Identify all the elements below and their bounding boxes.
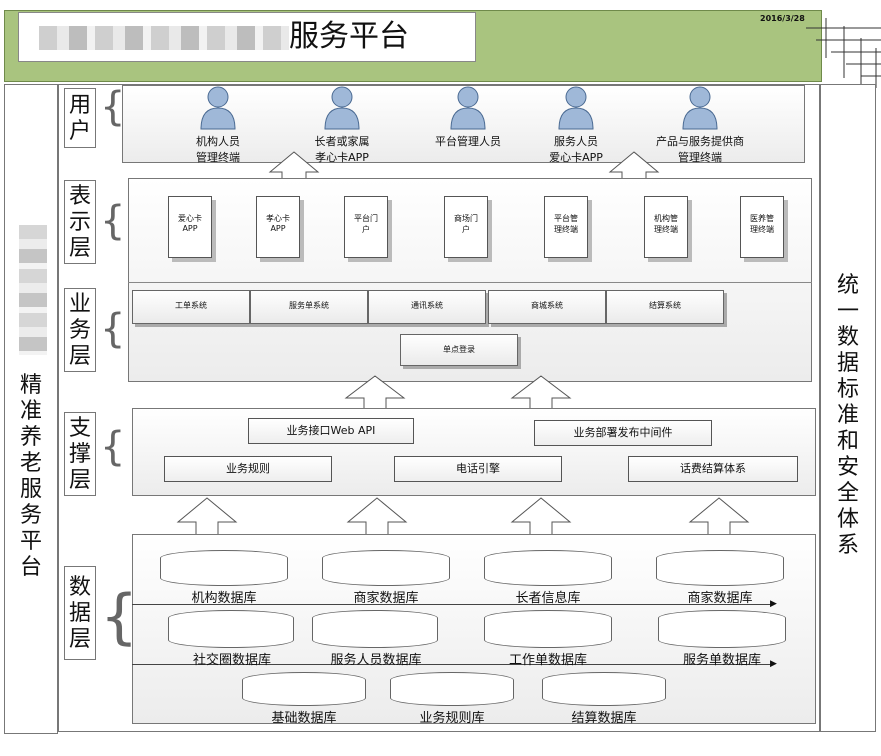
row-arrow	[132, 664, 772, 665]
database-label: 结算数据库	[571, 711, 637, 726]
platform-side-label: 精准养老服务平台	[19, 373, 42, 580]
database-cylinder	[484, 610, 612, 648]
database-label: 机构数据库	[191, 591, 257, 606]
user-icon	[200, 86, 236, 130]
grid-decoration	[806, 18, 881, 88]
user-icon	[682, 86, 718, 130]
user-label-5: 产品与服务提供商管理终端	[656, 135, 744, 164]
date-label: 2016/3/28	[760, 14, 805, 23]
layer-divider	[128, 282, 812, 283]
database-label: 工作单数据库	[508, 653, 587, 668]
database-cylinder	[312, 610, 438, 648]
support-box: 电话引擎	[394, 456, 562, 482]
layer-label-presentation: 表示层	[64, 180, 96, 264]
sso-box: 单点登录	[400, 334, 518, 366]
system-box: 商城系统	[488, 290, 606, 324]
support-box: 业务规则	[164, 456, 332, 482]
redacted-side-text	[19, 225, 47, 355]
user-icon	[450, 86, 486, 130]
standards-side-label: 统一数据标准和安全体系	[836, 273, 859, 558]
brace-business: {	[100, 306, 126, 352]
presentation-box: 医养管理终端	[740, 196, 784, 258]
database-label: 基础数据库	[271, 711, 337, 726]
system-box: 通讯系统	[368, 290, 486, 324]
presentation-box: 平台管理终端	[544, 196, 588, 258]
layer-label-user: 用户	[64, 88, 96, 148]
arrow-head-icon: ▶	[770, 599, 777, 609]
layer-label-data: 数据层	[64, 566, 96, 660]
title-text: 服务平台	[289, 19, 409, 54]
database-cylinder	[168, 610, 294, 648]
database-cylinder	[542, 672, 666, 706]
database-cylinder	[322, 550, 450, 586]
brace-data: {	[100, 582, 139, 652]
presentation-box: 平台门户	[344, 196, 388, 258]
user-item: 服务人员爱心卡APP	[506, 86, 646, 166]
brace-presentation: {	[100, 198, 126, 244]
user-icon	[324, 86, 360, 130]
user-label-2: 长者或家属孝心卡APP	[314, 135, 370, 164]
system-box: 结算系统	[606, 290, 724, 324]
support-panel	[132, 408, 816, 496]
user-item: 机构人员管理终端	[148, 86, 288, 166]
brace-support: {	[100, 424, 126, 470]
arrow-head-icon: ▶	[770, 659, 777, 669]
layer-label-business: 业务层	[64, 288, 96, 372]
user-label-1: 机构人员管理终端	[196, 135, 240, 164]
redacted-title-prefix	[39, 25, 289, 50]
database-cylinder	[160, 550, 288, 586]
page-title: 服务平台	[18, 12, 476, 62]
standards-side-panel: 统一数据标准和安全体系	[820, 84, 876, 732]
presentation-box: 商场门户	[444, 196, 488, 258]
system-box: 工单系统	[132, 290, 250, 324]
user-label-3: 平台管理人员	[435, 135, 501, 148]
user-item: 平台管理人员	[398, 86, 538, 150]
user-label-4: 服务人员爱心卡APP	[549, 135, 603, 164]
database-label: 商家数据库	[353, 591, 419, 606]
database-label: 商家数据库	[687, 591, 753, 606]
support-box: 话费结算体系	[628, 456, 798, 482]
layer-label-support: 支撑层	[64, 412, 96, 496]
system-box: 服务单系统	[250, 290, 368, 324]
database-cylinder	[658, 610, 786, 648]
database-cylinder	[656, 550, 784, 586]
user-item: 长者或家属孝心卡APP	[272, 86, 412, 166]
database-cylinder	[390, 672, 514, 706]
presentation-box: 机构管理终端	[644, 196, 688, 258]
support-box: 业务接口Web API	[248, 418, 414, 444]
database-label: 服务人员数据库	[330, 653, 422, 668]
brace-user: {	[100, 84, 126, 130]
platform-side-panel: 精准养老服务平台	[4, 84, 58, 734]
database-label: 服务单数据库	[682, 653, 761, 668]
database-cylinder	[484, 550, 612, 586]
user-item: 产品与服务提供商管理终端	[630, 86, 770, 166]
row-arrow	[132, 604, 772, 605]
database-label: 长者信息库	[515, 591, 581, 606]
database-label: 社交圈数据库	[192, 653, 271, 668]
database-cylinder	[242, 672, 366, 706]
support-box: 业务部署发布中间件	[534, 420, 712, 446]
user-icon	[558, 86, 594, 130]
database-label: 业务规则库	[419, 711, 485, 726]
